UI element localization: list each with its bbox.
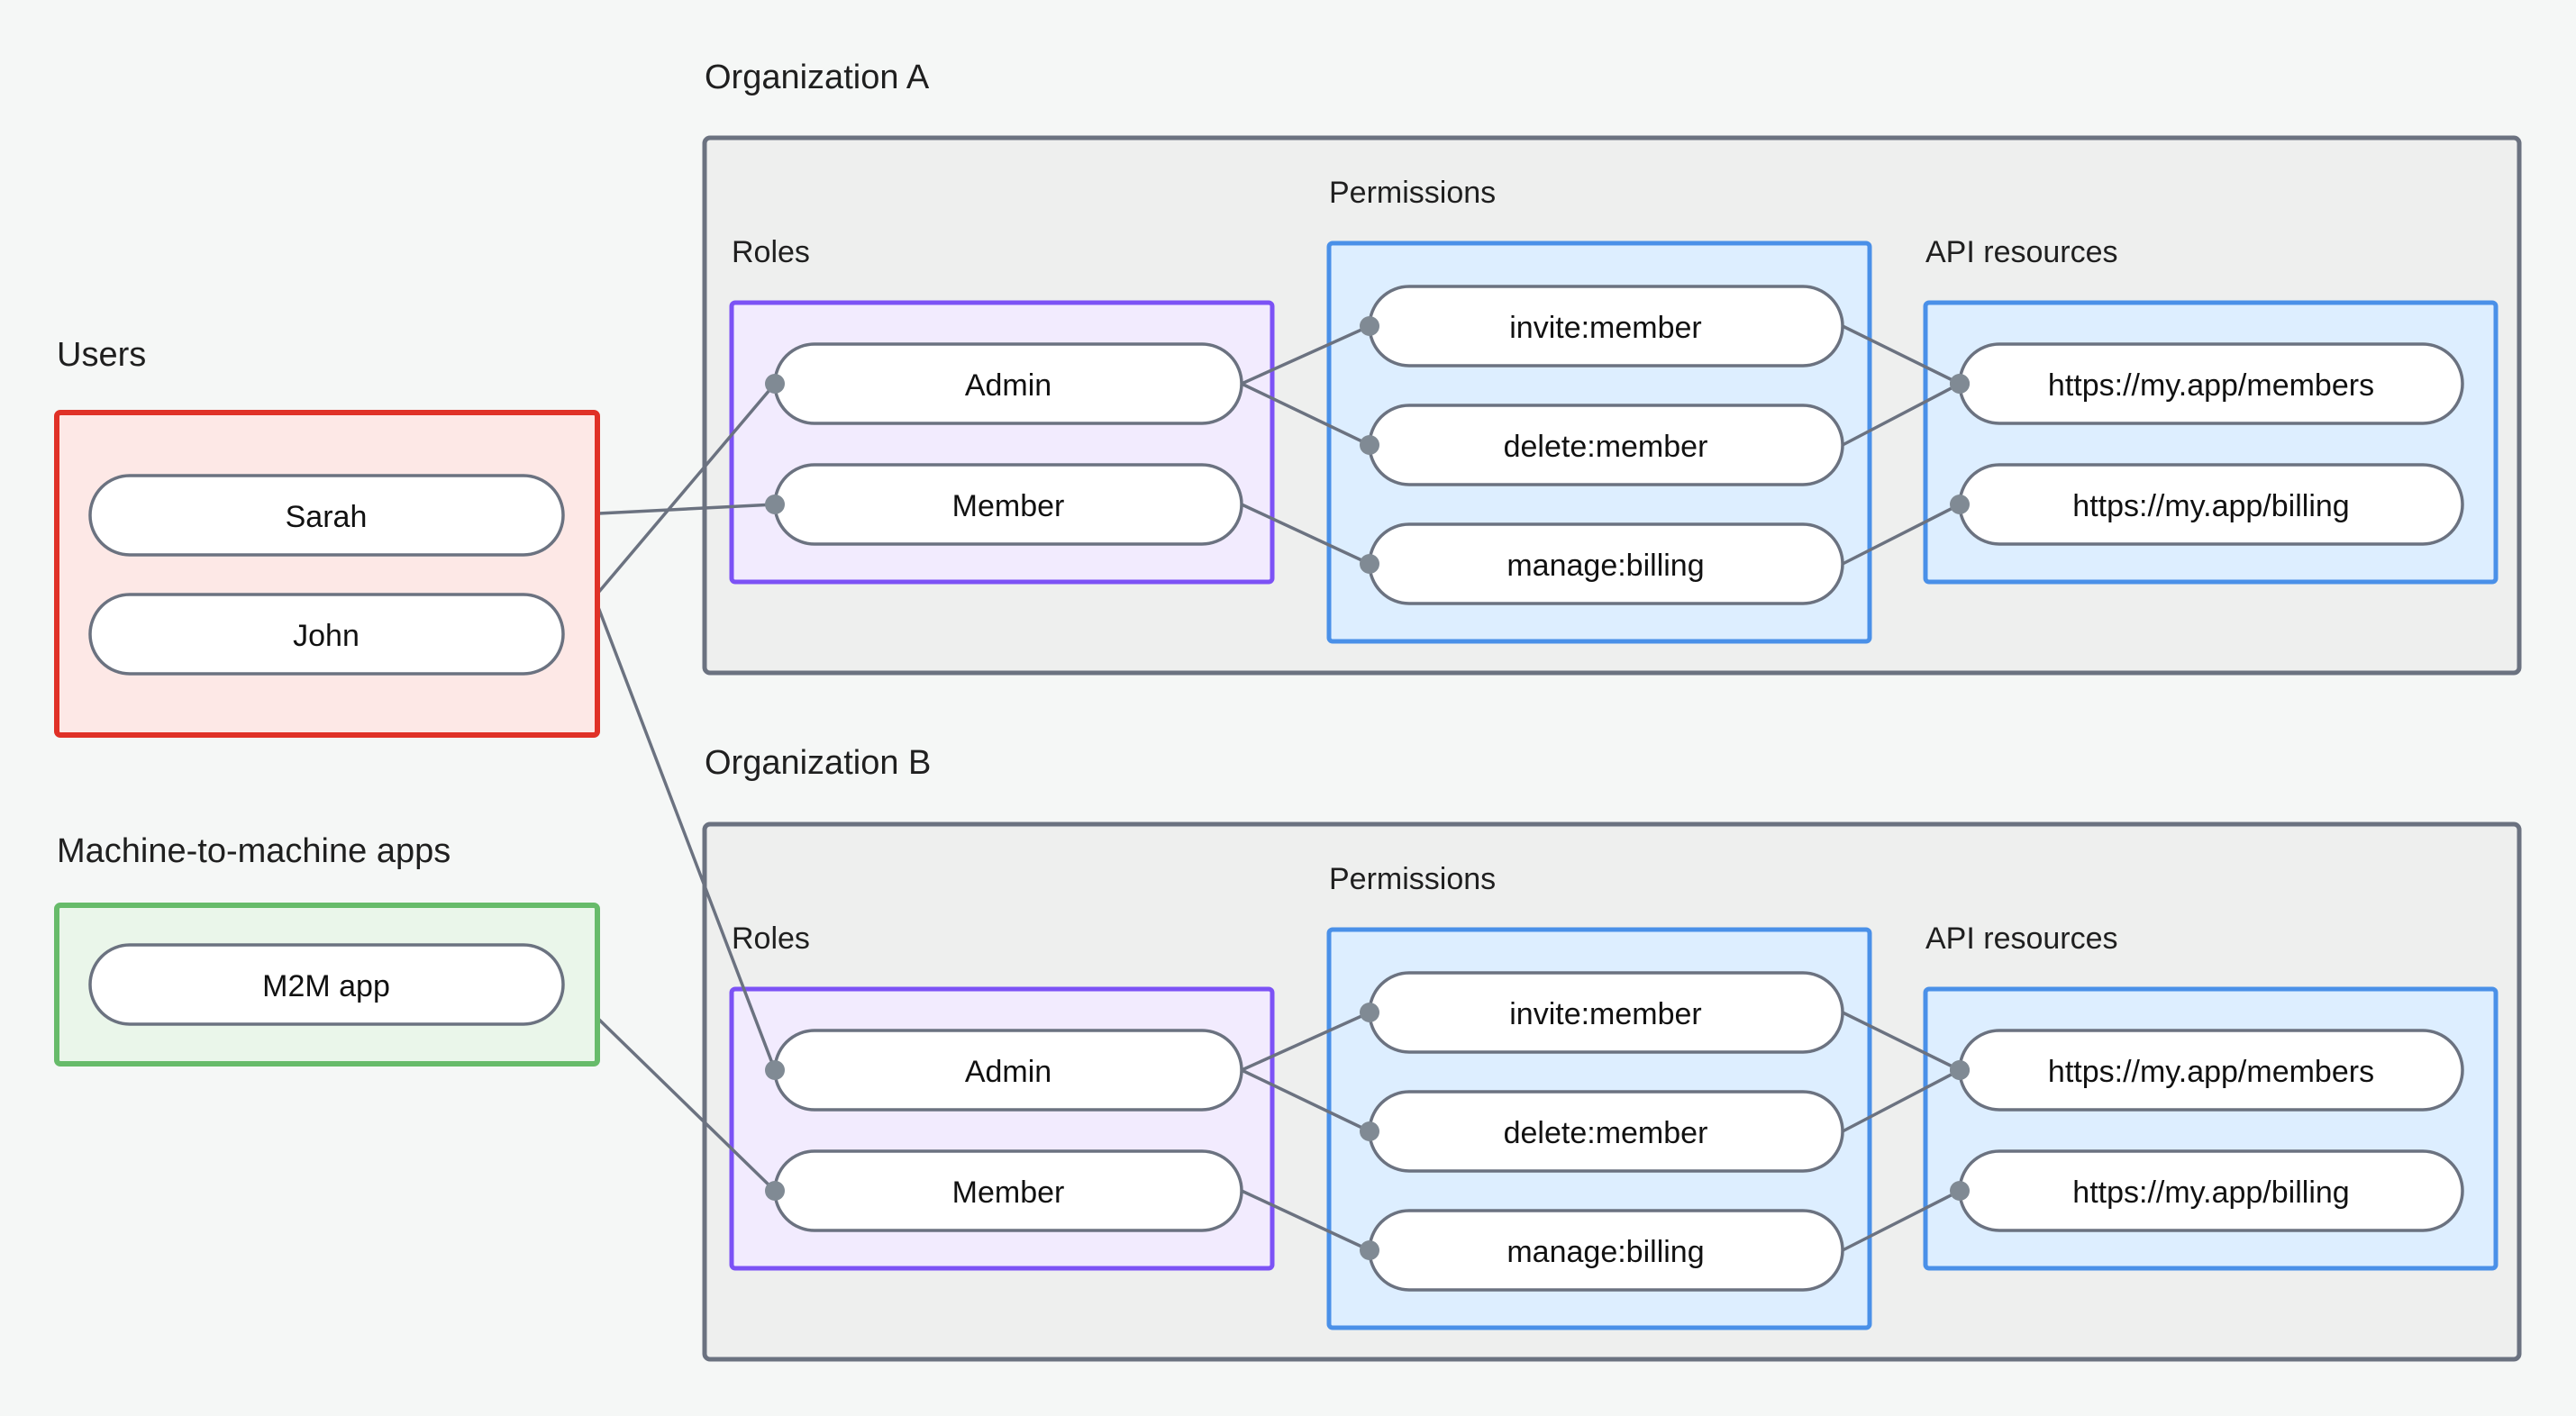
edge-a-delete-to-members: [1842, 374, 1970, 447]
node-label: manage:billing: [1506, 549, 1704, 583]
node-label: https://my.app/billing: [2072, 489, 2349, 523]
organization-a-group: Organization A Roles Admin Member Permis…: [702, 59, 2522, 676]
edge-b-member-to-billing: [1241, 1189, 1379, 1260]
orga-permission-invite-member[interactable]: invite:member: [1368, 285, 1844, 368]
edge-b-admin-to-delete: [1241, 1068, 1379, 1141]
edge-endpoint-dot: [765, 1060, 785, 1080]
orga-api-resource-billing[interactable]: https://my.app/billing: [1958, 463, 2464, 546]
m2m-app-node[interactable]: M2M app: [88, 943, 565, 1026]
orgb-roles-label: Roles: [732, 921, 810, 956]
m2m-apps-group: Machine-to-machine apps M2M app: [54, 832, 600, 1067]
orgb-api-resources-label: API resources: [1925, 921, 2118, 956]
edge-line: [1842, 1189, 1961, 1252]
orga-api-resources-label: API resources: [1925, 235, 2118, 269]
edge-endpoint-dot: [765, 374, 785, 394]
edge-endpoint-dot: [1360, 1240, 1379, 1260]
edge-endpoint-dot: [1950, 374, 1970, 394]
node-shape: [88, 474, 565, 557]
user-sarah[interactable]: Sarah: [88, 474, 565, 557]
edge-a-admin-to-invite: [1241, 316, 1379, 386]
orga-api-resource-members[interactable]: https://my.app/members: [1958, 342, 2464, 425]
edge-line: [1842, 1068, 1961, 1133]
orgb-role-admin[interactable]: Admin: [773, 1029, 1243, 1112]
organization-a-label: Organization A: [705, 59, 930, 96]
edge-line: [1241, 382, 1370, 447]
edge-b-delete-to-members: [1842, 1060, 1970, 1133]
edge-line: [1241, 1068, 1370, 1133]
edge-line: [1241, 1011, 1370, 1072]
node-shape: [88, 943, 565, 1026]
edge-endpoint-dot: [1360, 1121, 1379, 1141]
edge-endpoint-dot: [1360, 554, 1379, 574]
node-label: https://my.app/members: [2048, 368, 2374, 403]
edge-line: [1842, 324, 1961, 386]
edge-line: [1842, 1011, 1961, 1072]
edge-endpoint-dot: [765, 1181, 785, 1201]
edge-endpoint-dot: [1950, 495, 1970, 514]
node-label: https://my.app/billing: [2072, 1175, 2349, 1210]
orgb-api-resource-billing[interactable]: https://my.app/billing: [1958, 1149, 2464, 1232]
orga-role-member[interactable]: Member: [773, 463, 1243, 546]
orgb-permissions-label: Permissions: [1329, 862, 1496, 896]
orgb-role-member[interactable]: Member: [773, 1149, 1243, 1232]
edge-a-admin-to-delete: [1241, 382, 1379, 455]
edge-endpoint-dot: [1360, 316, 1379, 336]
edge-line: [1241, 503, 1370, 566]
edge-endpoint-dot: [1950, 1181, 1970, 1201]
orga-permission-delete-member[interactable]: delete:member: [1368, 404, 1844, 486]
edge-line: [1241, 1189, 1370, 1252]
node-shape: [88, 593, 565, 676]
node-label: Admin: [965, 1055, 1051, 1089]
edge-b-admin-to-invite: [1241, 1003, 1379, 1072]
users-group: Users Sarah John: [54, 336, 600, 738]
node-label: John: [293, 619, 360, 653]
node-label: manage:billing: [1506, 1235, 1704, 1269]
node-label: delete:member: [1504, 1116, 1708, 1150]
edge-a-member-to-billing: [1241, 503, 1379, 574]
edge-line: [1241, 324, 1370, 386]
edge-b-billing-to-billing: [1842, 1181, 1970, 1252]
organization-b-label: Organization B: [705, 744, 931, 782]
node-label: Sarah: [286, 500, 368, 534]
organization-b-group: Organization B Roles Admin Member Permis…: [702, 744, 2522, 1362]
orgb-permission-manage-billing[interactable]: manage:billing: [1368, 1209, 1844, 1292]
node-label: delete:member: [1504, 430, 1708, 464]
node-label: Member: [952, 1175, 1065, 1210]
orgb-permission-invite-member[interactable]: invite:member: [1368, 971, 1844, 1054]
edge-line: [1842, 503, 1961, 566]
edge-line: [1842, 382, 1961, 447]
users-box: [54, 410, 600, 738]
edge-endpoint-dot: [765, 495, 785, 514]
node-label: Member: [952, 489, 1065, 523]
users-label: Users: [57, 336, 146, 374]
edge-endpoint-dot: [1360, 1003, 1379, 1022]
user-john[interactable]: John: [88, 593, 565, 676]
node-label: M2M app: [262, 969, 390, 1003]
node-label: Admin: [965, 368, 1051, 403]
orgb-permission-delete-member[interactable]: delete:member: [1368, 1090, 1844, 1173]
edge-endpoint-dot: [1360, 435, 1379, 455]
orga-permission-manage-billing[interactable]: manage:billing: [1368, 522, 1844, 605]
orga-permissions-label: Permissions: [1329, 176, 1496, 210]
m2m-apps-label: Machine-to-machine apps: [57, 832, 451, 870]
edge-a-billing-to-billing: [1842, 495, 1970, 566]
node-label: https://my.app/members: [2048, 1055, 2374, 1089]
orgb-api-resource-members[interactable]: https://my.app/members: [1958, 1029, 2464, 1112]
orga-role-admin[interactable]: Admin: [773, 342, 1243, 425]
node-label: invite:member: [1509, 997, 1702, 1031]
edge-endpoint-dot: [1950, 1060, 1970, 1080]
orga-roles-label: Roles: [732, 235, 810, 269]
node-label: invite:member: [1509, 311, 1702, 345]
